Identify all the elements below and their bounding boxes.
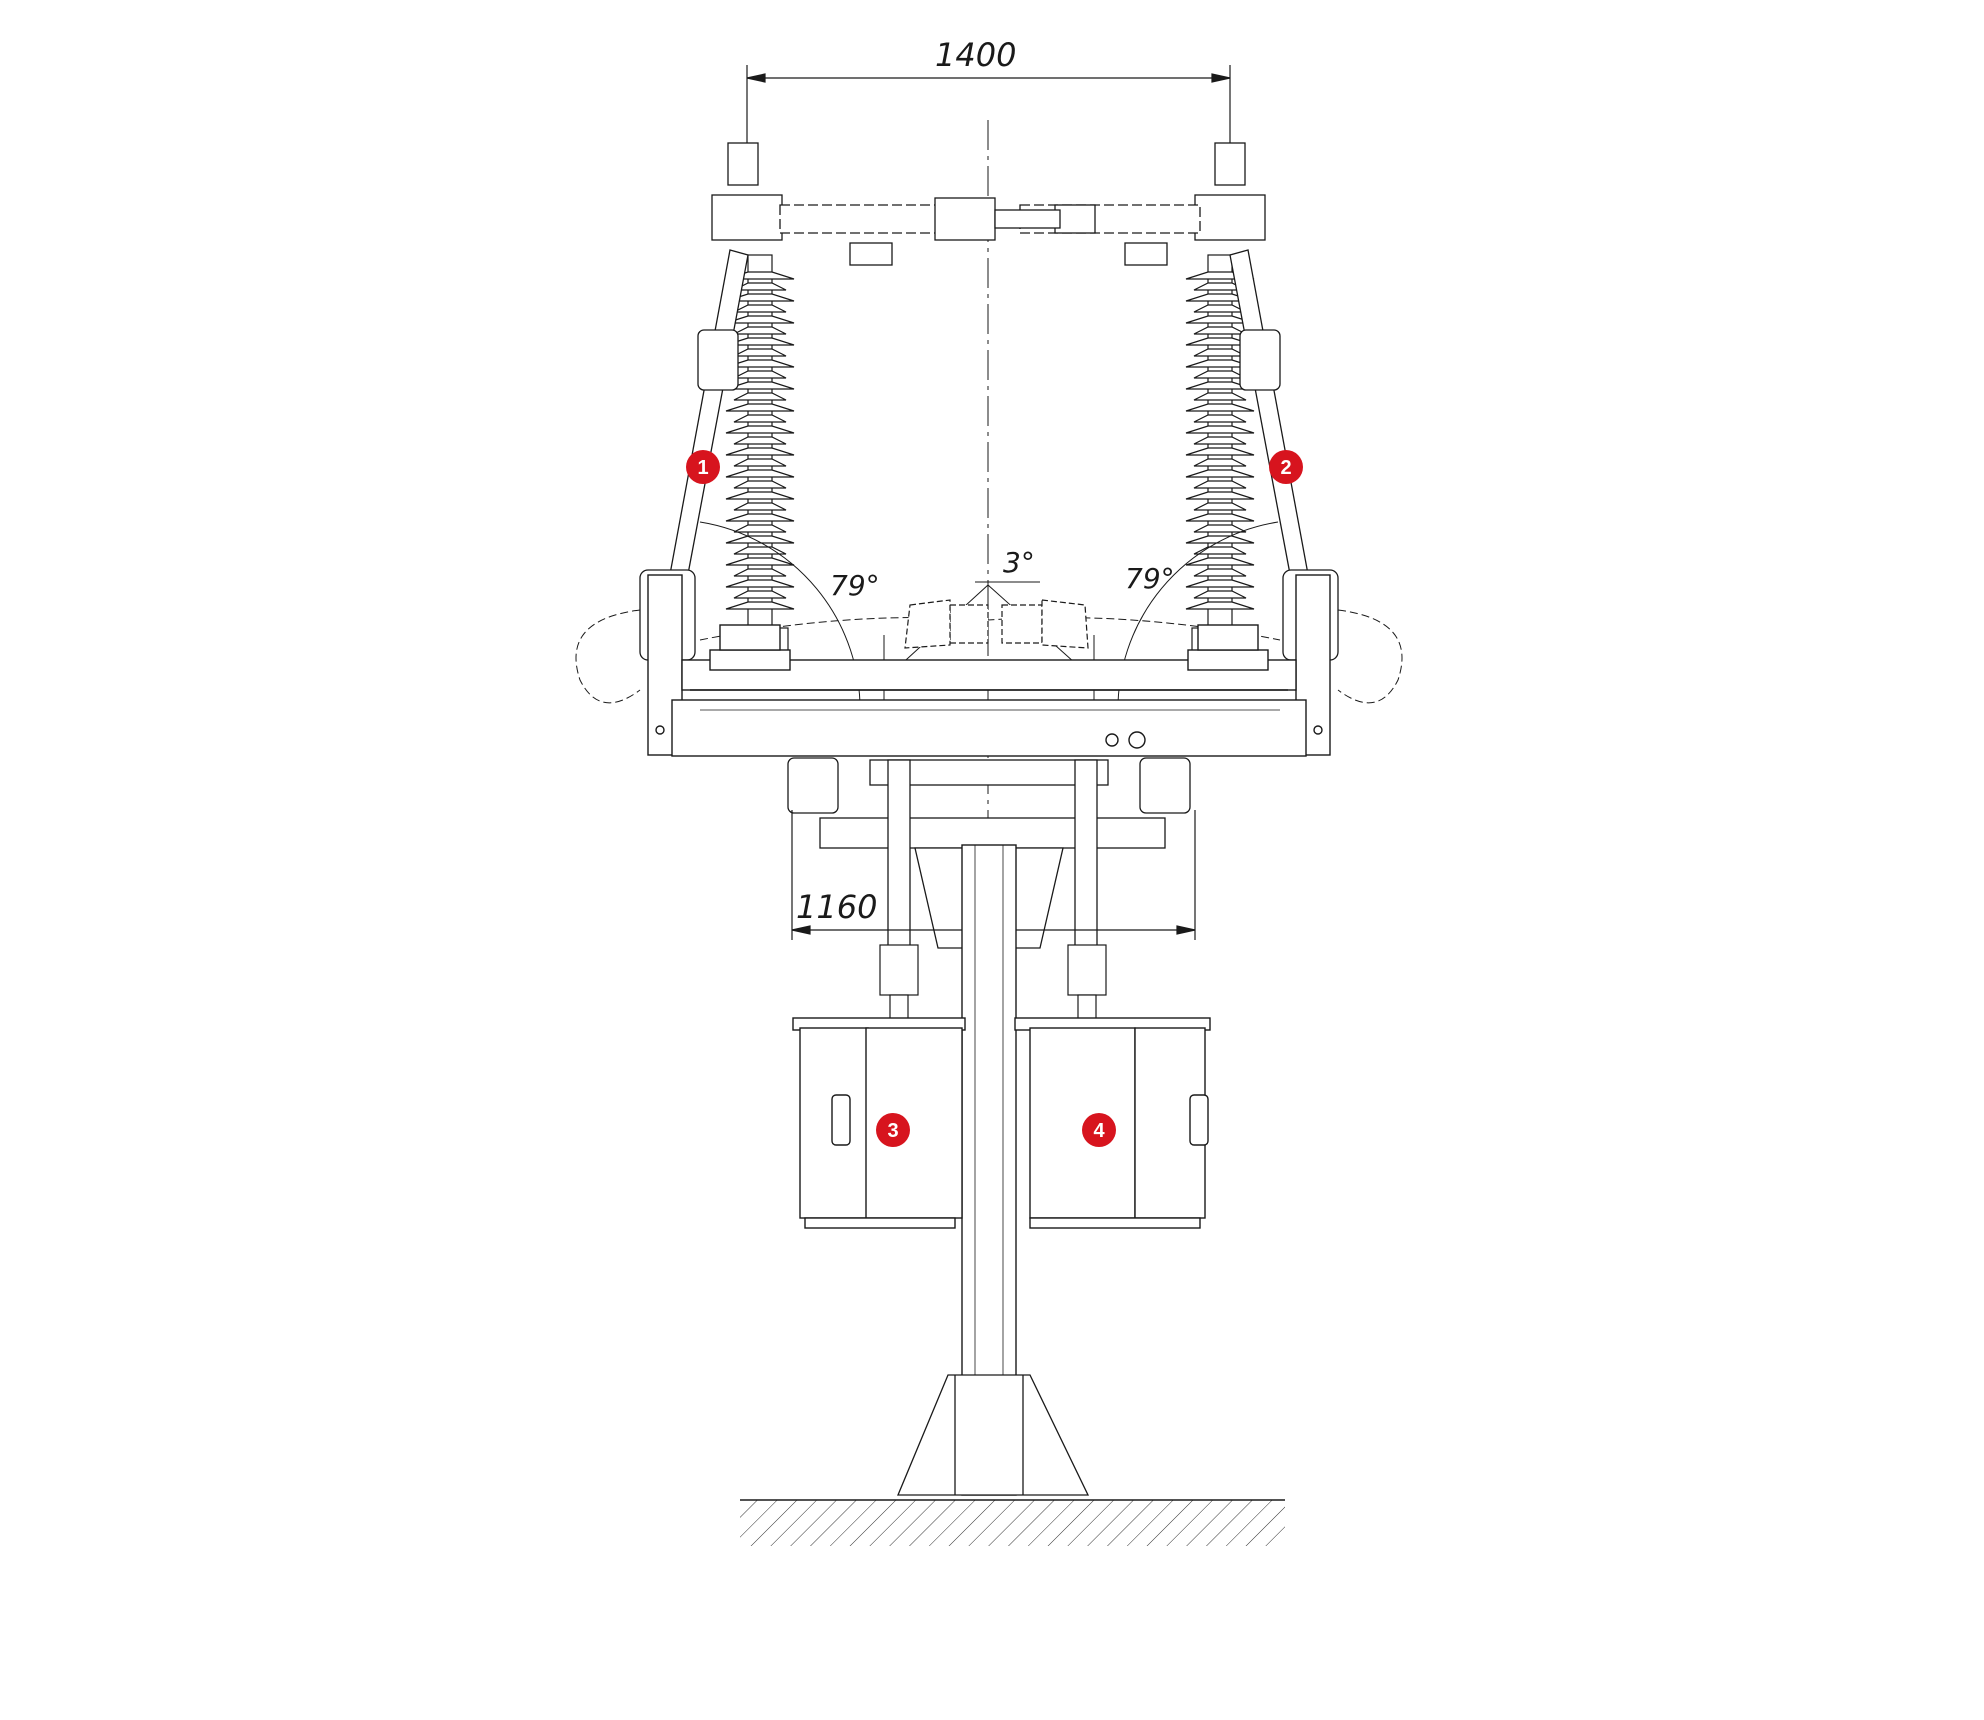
marker-4: 4	[1082, 1113, 1116, 1147]
drive-cabinet-right	[1014, 1017, 1211, 1229]
angle-right-label: 79°	[1125, 562, 1175, 595]
insulator-right	[1185, 254, 1255, 659]
top-contact-arms	[711, 142, 1266, 266]
marker-3: 3	[876, 1113, 910, 1147]
center-contacts	[904, 599, 1089, 649]
ground-hatching	[740, 1500, 1285, 1546]
dimension-1400-label: 1400	[935, 36, 1016, 74]
shaft-couplings	[879, 944, 1107, 1021]
angle-center-label: 3°	[1003, 546, 1035, 579]
svg-text:2: 2	[1280, 457, 1291, 479]
base-frame	[647, 574, 1331, 757]
marker-1: 1	[686, 450, 720, 484]
svg-text:3: 3	[887, 1120, 898, 1142]
svg-text:4: 4	[1093, 1120, 1105, 1142]
foundation-base	[897, 1374, 1090, 1496]
dimension-1160-label: 1160	[796, 888, 877, 926]
support-bracket	[787, 757, 1191, 956]
marker-2: 2	[1269, 450, 1303, 484]
angle-left-label: 79°	[830, 569, 880, 602]
svg-text:1: 1	[697, 457, 708, 479]
